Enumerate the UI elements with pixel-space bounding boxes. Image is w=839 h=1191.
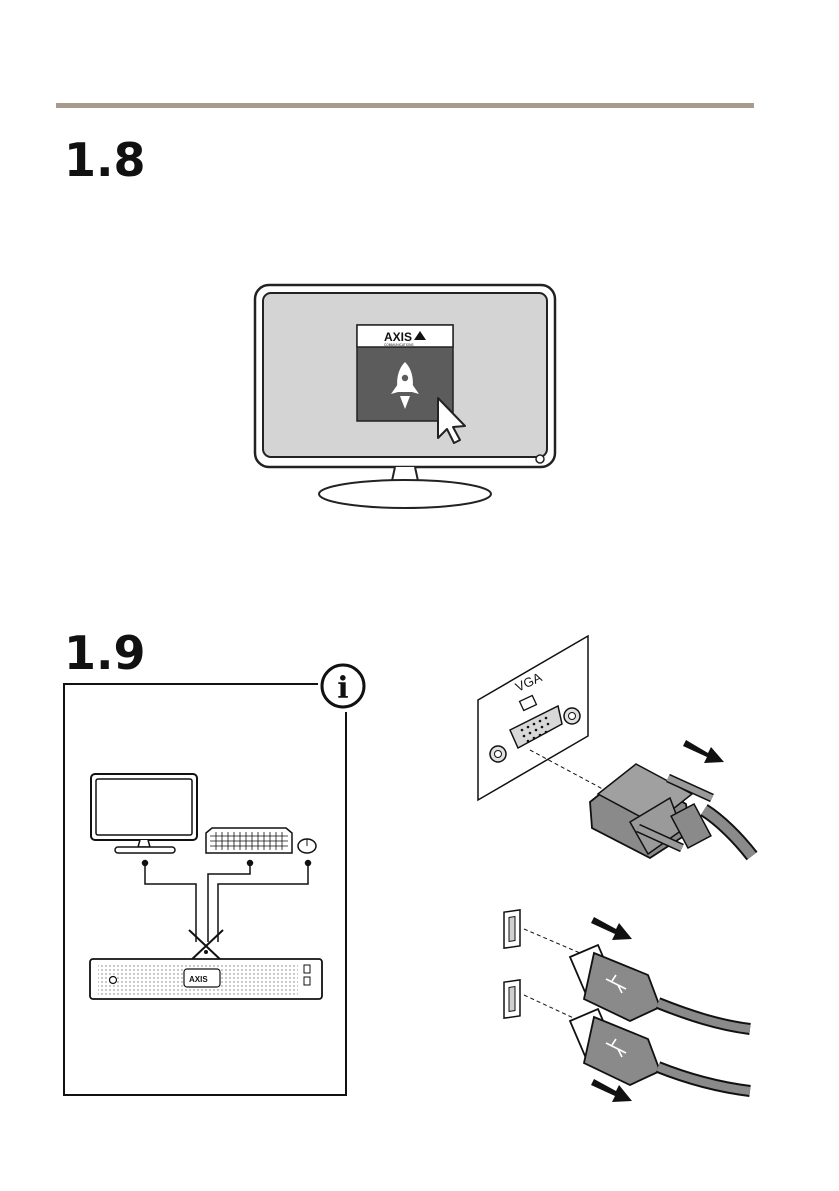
mouse-icon: [298, 839, 316, 853]
monitor-icon: [91, 774, 197, 853]
monitor-base: [319, 480, 491, 508]
cross-mark-icon: [189, 930, 223, 962]
vga-disconnect-illustration: VGA: [470, 632, 760, 882]
axis-logo-subtitle: COMMUNICATIONS: [384, 343, 414, 347]
peripheral-cables: [143, 861, 311, 943]
usb-port-lower: [504, 980, 520, 1018]
recorder-axis-logo: AXIS: [189, 975, 208, 984]
vga-cable-connector: [590, 764, 752, 858]
svg-text:i: i: [337, 671, 348, 706]
network-recorder-icon: AXIS: [90, 959, 322, 999]
axis-logo: AXIS: [384, 330, 412, 344]
usb-port-upper: [504, 910, 520, 948]
info-icon: i: [322, 665, 364, 707]
pull-arrow-icon: [683, 740, 724, 763]
step-number-1-8: 1.8: [64, 137, 146, 183]
power-led-icon: [536, 455, 544, 463]
info-panel: i: [60, 660, 380, 1100]
keyboard-icon: [206, 828, 292, 853]
usb-disconnect-illustration: [498, 905, 758, 1115]
section-divider: [56, 103, 754, 108]
pull-arrow-icon: [591, 917, 632, 940]
monitor-launch-illustration: AXIS COMMUNICATIONS: [250, 280, 560, 515]
